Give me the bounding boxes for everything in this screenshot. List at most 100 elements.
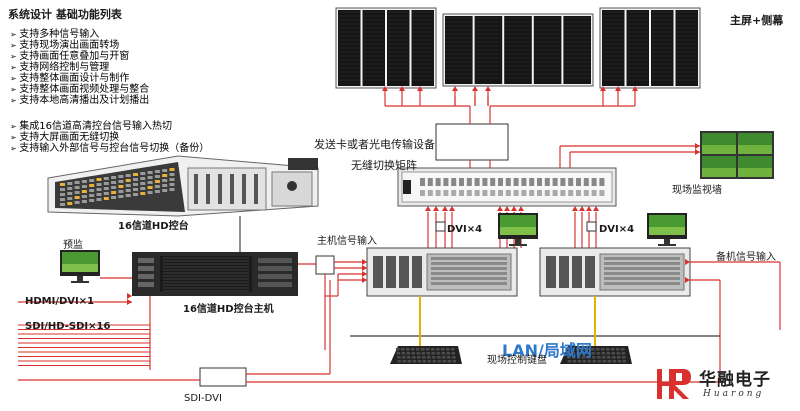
- console-button: [140, 187, 146, 190]
- key: [412, 360, 417, 363]
- matrix-port: [435, 190, 441, 196]
- matrix-port: [537, 190, 542, 196]
- matrix-port: [529, 190, 535, 196]
- company-logo: 华融电子 Huarong: [655, 363, 795, 407]
- matrix-port: [451, 190, 457, 196]
- console-button: [162, 189, 168, 192]
- arrow-up-icon: [572, 206, 578, 211]
- dvi-junction-box: [586, 221, 597, 232]
- key: [572, 356, 576, 359]
- bullet-arrow-icon: ➢: [10, 41, 20, 50]
- lan-label: LAN/局域网: [502, 341, 592, 360]
- matrix-port: [459, 178, 464, 186]
- bullet-arrow-icon: ➢: [10, 74, 20, 83]
- key: [396, 348, 400, 351]
- key: [586, 352, 591, 355]
- console-button: [74, 196, 80, 199]
- matrix-port: [552, 190, 558, 196]
- console-button: [81, 195, 87, 198]
- console-button: [81, 185, 87, 188]
- key: [407, 356, 411, 359]
- host-port: [258, 258, 292, 263]
- console-button: [118, 180, 124, 183]
- console-button: [154, 190, 160, 193]
- matrix-port: [482, 190, 488, 196]
- console-button: [103, 192, 109, 195]
- feature-text: 支持整体画面视频处理与整合: [19, 84, 150, 95]
- console-button: [67, 192, 73, 195]
- matrix-port: [599, 190, 605, 196]
- key: [431, 352, 436, 355]
- drive-bay: [399, 256, 409, 288]
- feature-text: 支持输入外部信号与控台信号切换（备份）: [19, 143, 210, 154]
- key: [617, 360, 622, 363]
- key: [582, 356, 586, 359]
- server-slot: [431, 272, 507, 275]
- key: [601, 352, 606, 355]
- matrix-port: [466, 178, 472, 186]
- key: [452, 356, 456, 359]
- control-console: [47, 155, 319, 217]
- key: [582, 360, 587, 363]
- arrow-right-icon: [685, 277, 690, 283]
- key: [601, 348, 605, 351]
- logo-english-text: Huarong: [703, 389, 765, 399]
- matrix-port: [591, 190, 597, 196]
- bullet-arrow-icon: ➢: [10, 85, 20, 94]
- console-button: [140, 177, 146, 180]
- key: [621, 348, 625, 351]
- server-slot: [431, 257, 507, 260]
- monitor-stand: [664, 239, 670, 244]
- key: [612, 360, 617, 363]
- server-slot: [604, 262, 680, 265]
- key: [606, 352, 611, 355]
- fader: [242, 174, 246, 204]
- console-button: [169, 178, 175, 181]
- matrix-port: [427, 178, 433, 186]
- key: [587, 356, 591, 359]
- host-port: [258, 274, 292, 279]
- matrix-port: [544, 178, 550, 186]
- monitor-stand: [77, 276, 83, 281]
- console-button: [133, 193, 138, 196]
- arrow-up-icon: [632, 86, 638, 91]
- arrow-right-icon: [685, 259, 690, 265]
- key: [587, 360, 592, 363]
- key: [597, 356, 601, 359]
- console-button: [111, 191, 117, 194]
- key: [581, 348, 585, 351]
- key: [426, 348, 430, 351]
- key: [421, 348, 425, 351]
- fader: [218, 174, 222, 204]
- logo-chinese-text: 华融电子: [699, 370, 771, 390]
- joystick: [287, 181, 297, 191]
- dvi-junction-box: [435, 221, 446, 232]
- key: [436, 348, 440, 351]
- matrix-port: [443, 178, 449, 186]
- hr-logo-icon: [657, 369, 691, 399]
- feature-item: ➢ 支持画面任意叠加与开窗: [10, 51, 149, 62]
- server-slot: [604, 272, 680, 275]
- key: [592, 356, 596, 359]
- key: [412, 356, 416, 359]
- console-button: [60, 183, 65, 186]
- host-port: [138, 258, 154, 263]
- bullet-arrow-icon: ➢: [10, 63, 20, 72]
- monitor-landscape: [649, 227, 685, 235]
- key: [446, 352, 451, 355]
- arrow-up-icon: [449, 206, 455, 211]
- console-button: [89, 194, 95, 197]
- matrix-port: [474, 190, 480, 196]
- preview-label: 预监: [63, 240, 83, 251]
- key: [432, 360, 437, 363]
- arrow-right-icon: [695, 149, 700, 155]
- feature-item: ➢ 支持整体画面视频处理与整合: [10, 84, 149, 95]
- key: [611, 348, 615, 351]
- monitor-base: [658, 244, 676, 246]
- matrix-port: [443, 190, 449, 196]
- monitor-landscape: [62, 264, 98, 272]
- console-button: [89, 179, 95, 182]
- dvi-left-label: DVI×4: [447, 224, 483, 235]
- server-slot: [431, 282, 507, 285]
- console-button: [125, 184, 131, 187]
